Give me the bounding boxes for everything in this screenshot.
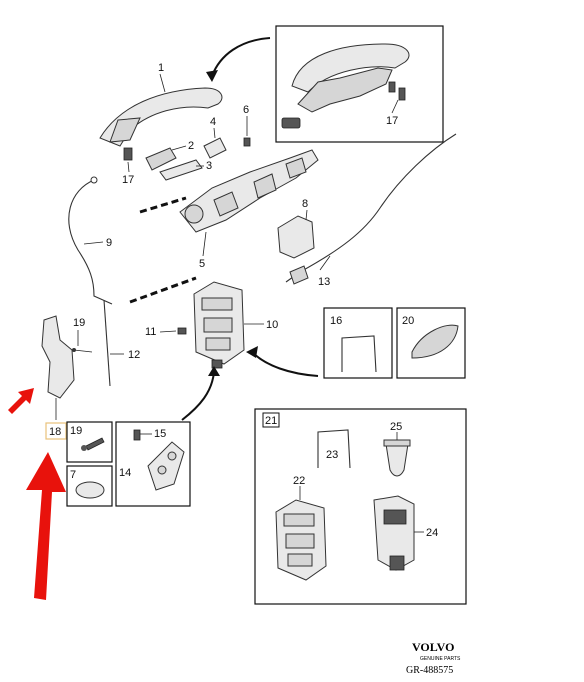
- label-6: 6: [243, 104, 249, 116]
- label-19: 19: [73, 317, 85, 329]
- label-7: 7: [70, 469, 76, 481]
- label-13: 13: [318, 276, 330, 288]
- handle-group: 1 17 2 3 4: [99, 62, 227, 186]
- red-arrow-small: [8, 388, 34, 414]
- part-18-bracket: 18: [41, 315, 75, 440]
- dashed-line-lower: [129, 276, 197, 304]
- label-15: 15: [154, 428, 166, 440]
- label-8: 8: [302, 198, 308, 210]
- label-25: 25: [390, 421, 402, 433]
- label-22: 22: [293, 475, 305, 487]
- box-16: 16: [323, 307, 393, 379]
- red-arrow-large: [26, 452, 66, 600]
- cable-13: [285, 133, 457, 283]
- brand-ref: GR-488575: [406, 665, 453, 676]
- label-17: 17: [122, 174, 134, 186]
- label-5: 5: [199, 258, 205, 270]
- brand-sub: GENUINE PARTS: [420, 656, 461, 662]
- dashed-line-upper: [139, 196, 187, 214]
- box-21: 21 23 25 22 24: [254, 408, 467, 605]
- bracket-5: 5: [179, 149, 319, 270]
- label-24: 24: [426, 527, 438, 539]
- inset-handle-detail: 17: [275, 25, 444, 143]
- arrow-to-lock: [251, 351, 319, 377]
- label-9: 9: [106, 237, 112, 249]
- highlight-box-18: [45, 422, 67, 440]
- arrow-inset-to-handle: [211, 37, 271, 77]
- box-7: 7: [66, 465, 113, 507]
- part-8: [277, 215, 315, 259]
- label-4: 4: [210, 116, 216, 128]
- label-16: 16: [330, 315, 342, 327]
- label-12: 12: [128, 349, 140, 361]
- label-18: 18: [49, 426, 61, 438]
- label-11: 11: [145, 326, 156, 338]
- arrow-box14-to-lock: [181, 371, 215, 421]
- label-21: 21: [265, 415, 277, 427]
- label-2: 2: [188, 140, 194, 152]
- label-10: 10: [266, 319, 278, 331]
- label-20: 20: [402, 315, 414, 327]
- rod-12: [103, 299, 111, 387]
- cable-9: [68, 179, 113, 305]
- box-20: 20: [396, 307, 466, 379]
- brand-name: VOLVO: [412, 640, 454, 654]
- box-14-15: 15 14: [115, 421, 191, 507]
- label-14: 14: [119, 467, 131, 479]
- label-3: 3: [206, 160, 212, 172]
- brand-block: VOLVO GENUINE PARTS GR-488575: [406, 640, 461, 676]
- label-23: 23: [326, 449, 338, 461]
- box-19: 19: [66, 421, 113, 463]
- label-19-box: 19: [70, 425, 82, 437]
- label-1: 1: [158, 62, 164, 74]
- label-17-inset: 17: [386, 115, 398, 127]
- lock-10: 10: [193, 281, 278, 369]
